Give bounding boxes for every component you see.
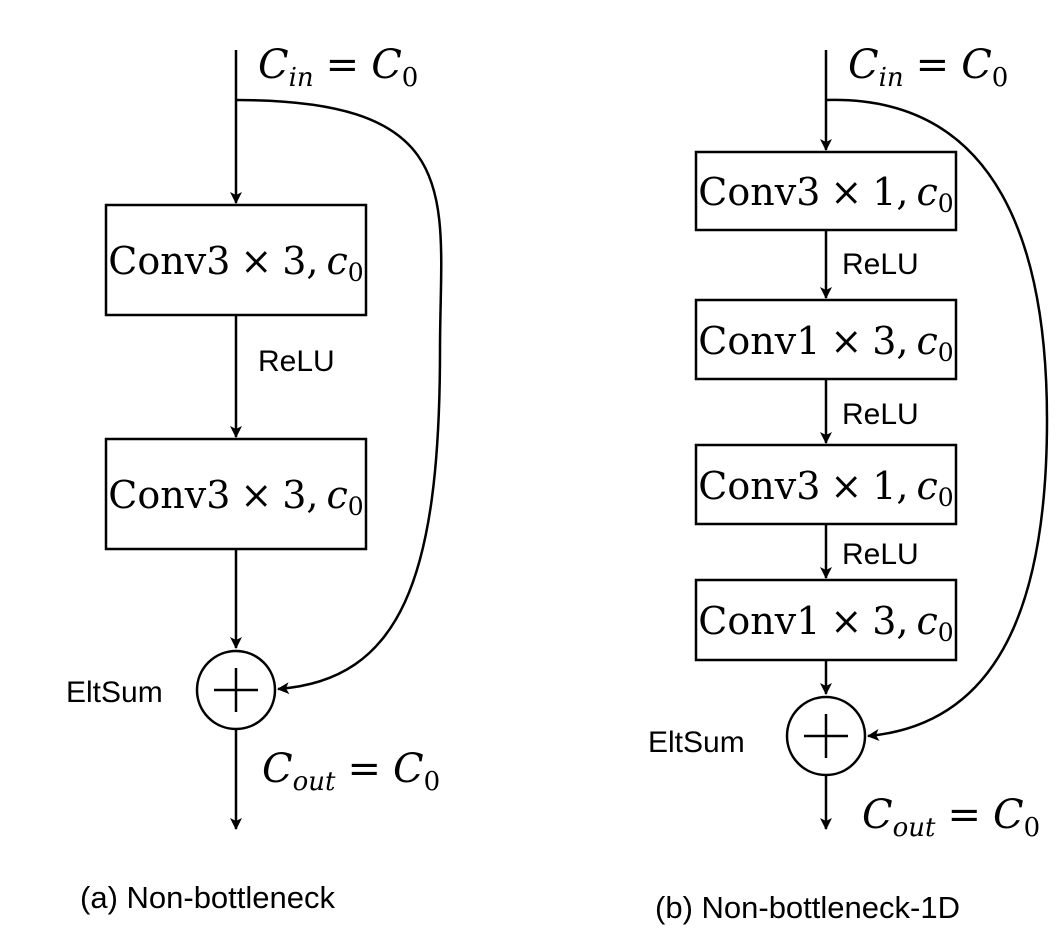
conv-block-2 bbox=[694, 298, 958, 381]
eltsum-label: EltSum bbox=[648, 726, 745, 759]
output-channels-label: Cout=C0 bbox=[862, 792, 1040, 843]
conv-block-4 bbox=[694, 578, 958, 662]
skip-connection bbox=[235, 98, 443, 695]
conv-block-2-label: Conv3×3,c0 bbox=[108, 473, 363, 521]
conv-block-3-label: Conv3×1,c0 bbox=[698, 464, 953, 512]
input-channels-label: Cin=C0 bbox=[258, 42, 418, 93]
relu-label-1: ReLU bbox=[842, 248, 919, 281]
relu-label-2: ReLU bbox=[842, 398, 919, 431]
conv-block-1 bbox=[694, 150, 958, 232]
caption-a: (a) Non-bottleneck bbox=[80, 880, 336, 915]
conv-block-2 bbox=[104, 437, 368, 551]
conv-block-3 bbox=[694, 443, 958, 526]
caption-b: (b) Non-bottleneck-1D bbox=[655, 890, 960, 925]
conv-block-1-label: Conv3×1,c0 bbox=[698, 170, 953, 218]
relu-label: ReLU bbox=[258, 345, 335, 378]
conv-block-4-label: Conv1×3,c0 bbox=[698, 599, 953, 647]
conv-block-1-label: Conv3×3,c0 bbox=[108, 239, 363, 287]
conv-block-2-label: Conv1×3,c0 bbox=[698, 319, 953, 367]
eltsum-label: EltSum bbox=[66, 676, 163, 709]
skip-connection bbox=[825, 98, 1049, 741]
eltsum-node bbox=[195, 649, 277, 731]
output-channels-label: Cout=C0 bbox=[262, 746, 440, 797]
conv-block-1 bbox=[104, 203, 368, 317]
eltsum-node bbox=[785, 695, 867, 777]
input-channels-label: Cin=C0 bbox=[848, 42, 1008, 93]
diagram-non-bottleneck-1d: Cin=C0 Conv3×1,c0 ReLU Conv1×3,c0 ReLU C… bbox=[648, 42, 1049, 925]
diagram-non-bottleneck: Cin=C0 Conv3×3,c0 ReLU Conv3×3,c0 EltSum… bbox=[66, 42, 443, 915]
relu-label-3: ReLU bbox=[842, 538, 919, 571]
